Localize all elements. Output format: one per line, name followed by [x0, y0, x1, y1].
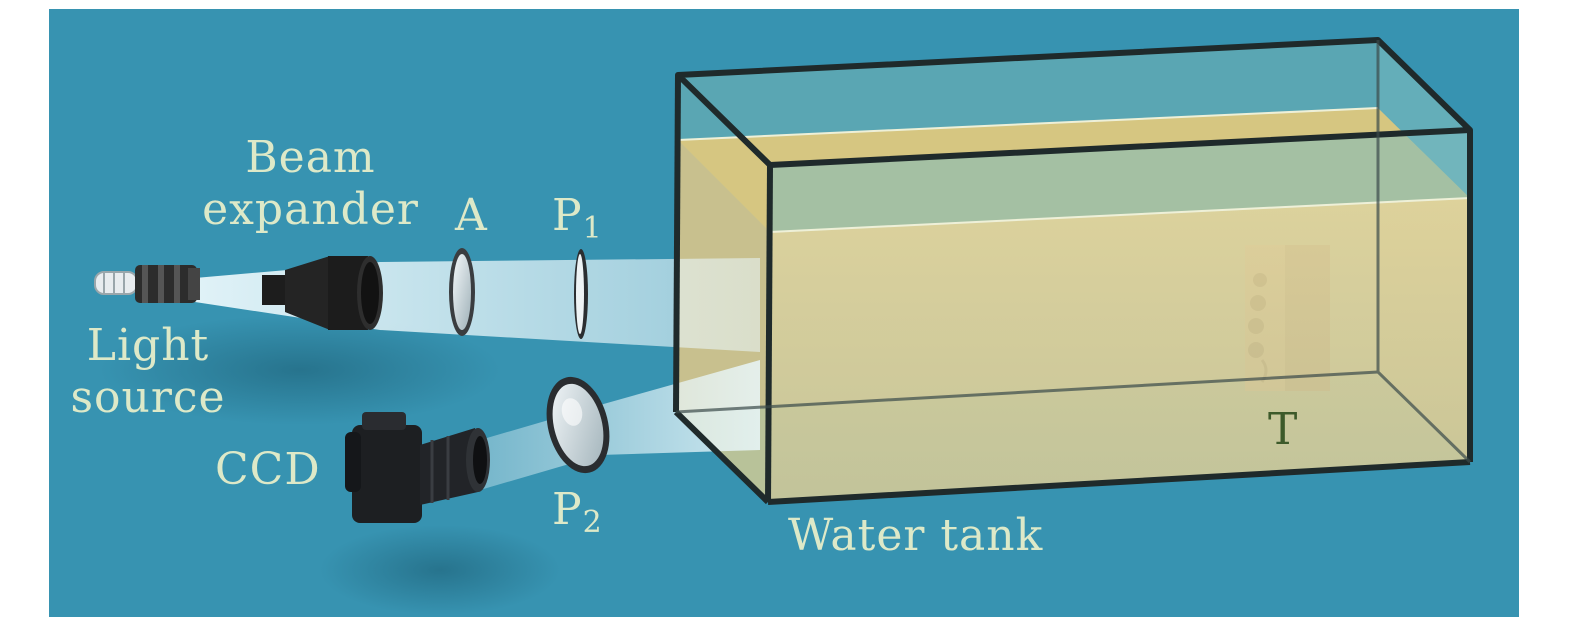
polarizer-2-subscript: 2: [582, 505, 603, 540]
beam-expander-label: Beam expander: [198, 132, 423, 236]
aperture-optic: [449, 248, 475, 336]
polarizer-1-optic: [574, 249, 588, 339]
beam-expander-label-line-1: Beam: [245, 132, 376, 183]
aperture-label: A: [455, 190, 488, 241]
water-tank-label: Water tank: [788, 510, 1044, 561]
light-source-label-line-1: Light: [86, 320, 210, 371]
tank-hidden-edges: [675, 40, 1472, 464]
light-source-shadow: [100, 315, 500, 425]
beam-expander-device: [262, 256, 383, 330]
light-source-label-line-2: source: [70, 372, 226, 423]
light-source-label: Light source: [68, 320, 228, 424]
ccd-shadow: [320, 525, 560, 615]
ccd-label: CCD: [215, 444, 321, 495]
water-front-face: [768, 198, 1470, 502]
polarizer-1-letter: P: [552, 190, 583, 241]
ccd-camera: [345, 412, 490, 523]
polarizer-2-optic: [546, 376, 610, 474]
polarizer-2-letter: P: [552, 484, 583, 535]
tank-frame: [673, 37, 1473, 505]
beam-expander-label-line-2: expander: [202, 184, 419, 235]
polarizer-1-label: P1: [552, 190, 603, 255]
return-beam: [480, 360, 760, 490]
polarizer-2-label: P2: [552, 484, 603, 549]
light-source-bulb: [94, 265, 200, 303]
water-line-back: [677, 107, 1379, 141]
target-label: T: [1268, 404, 1299, 455]
polarizer-1-subscript: 1: [582, 211, 603, 246]
water-line-front: [769, 197, 1471, 233]
